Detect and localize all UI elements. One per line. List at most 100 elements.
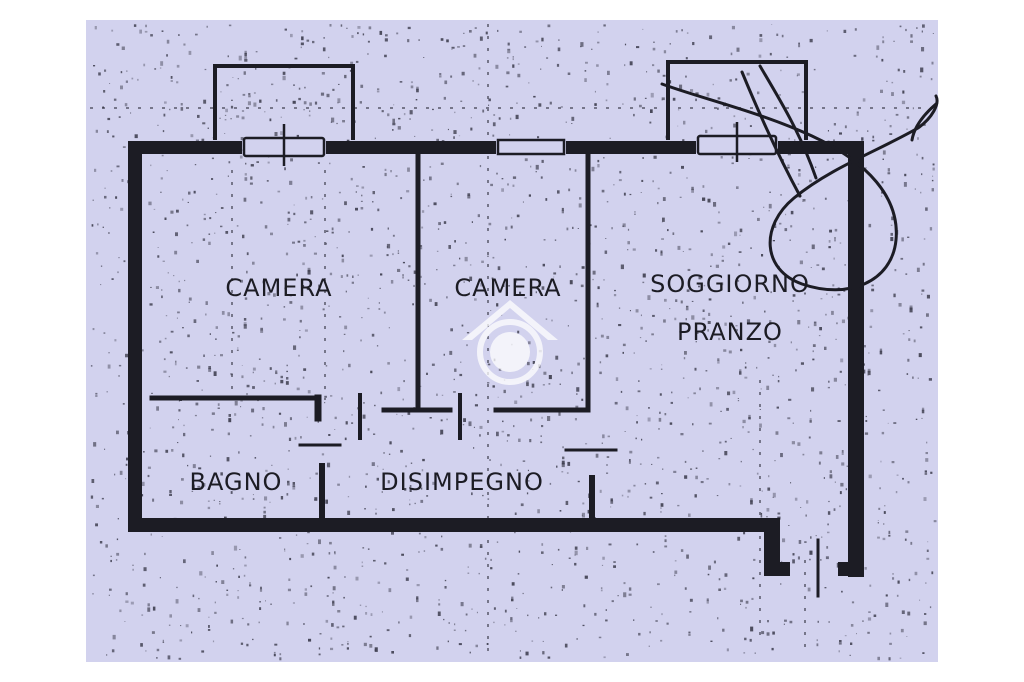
- speckle: [311, 552, 315, 556]
- speckle: [892, 577, 895, 580]
- speckle: [177, 311, 180, 314]
- speckle: [392, 234, 395, 237]
- speckle: [772, 496, 774, 498]
- speckle: [498, 117, 501, 120]
- speckle: [832, 284, 835, 287]
- speckle: [160, 61, 164, 66]
- speckle: [736, 47, 740, 52]
- speckle: [841, 590, 843, 593]
- speckle: [209, 217, 212, 220]
- speckle: [702, 309, 705, 312]
- speckle: [661, 221, 663, 223]
- speckle: [244, 59, 248, 62]
- speckle: [106, 654, 108, 656]
- speckle: [635, 309, 639, 313]
- speckle: [841, 319, 845, 324]
- speckle: [844, 125, 847, 129]
- speckle: [144, 552, 146, 556]
- speckle: [427, 205, 430, 207]
- speckle: [384, 172, 387, 177]
- speckle: [574, 546, 578, 550]
- speckle: [176, 64, 180, 68]
- speckle: [120, 71, 123, 74]
- speckle: [351, 35, 354, 38]
- speckle: [707, 329, 709, 332]
- speckle: [92, 328, 95, 331]
- speckle: [921, 30, 923, 33]
- speckle: [177, 442, 179, 444]
- speckle: [219, 501, 221, 503]
- speckle: [559, 510, 562, 512]
- speckle: [929, 227, 933, 231]
- speckle: [660, 252, 663, 256]
- speckle: [265, 469, 268, 472]
- speckle: [760, 512, 763, 515]
- speckle: [380, 391, 383, 395]
- speckle: [299, 319, 302, 323]
- speckle: [925, 458, 929, 462]
- speckle: [501, 178, 504, 180]
- speckle: [581, 514, 583, 516]
- speckle: [155, 286, 159, 289]
- speckle: [548, 383, 551, 385]
- speckle: [357, 26, 361, 29]
- speckle: [183, 559, 186, 564]
- speckle: [185, 624, 189, 628]
- speckle: [407, 412, 411, 415]
- speckle: [191, 490, 194, 492]
- speckle: [309, 477, 311, 479]
- speckle: [230, 105, 234, 109]
- speckle: [922, 652, 925, 654]
- speckle: [888, 657, 891, 661]
- speckle: [262, 407, 265, 411]
- speckle: [843, 29, 847, 33]
- speckle: [795, 348, 798, 351]
- speckle: [759, 38, 763, 43]
- speckle: [722, 245, 726, 249]
- speckle: [166, 170, 168, 172]
- speckle: [811, 244, 815, 250]
- speckle: [226, 84, 229, 87]
- speckle: [300, 554, 304, 558]
- speckle: [661, 97, 665, 101]
- speckle: [766, 632, 770, 636]
- speckle: [834, 228, 838, 232]
- speckle: [809, 550, 813, 555]
- speckle: [624, 431, 626, 432]
- speckle: [197, 365, 201, 369]
- speckle: [731, 162, 734, 165]
- speckle: [619, 170, 622, 174]
- speckle: [104, 448, 106, 450]
- speckle: [466, 344, 468, 347]
- speckle: [607, 435, 610, 438]
- speckle: [304, 588, 307, 591]
- speckle: [542, 651, 545, 655]
- speckle: [310, 210, 314, 215]
- speckle: [240, 642, 244, 645]
- speckle: [559, 383, 561, 385]
- speckle: [930, 471, 933, 474]
- speckle: [721, 255, 724, 257]
- speckle: [464, 629, 467, 632]
- speckle: [380, 273, 383, 276]
- speckle: [321, 453, 325, 456]
- speckle: [641, 179, 644, 182]
- speckle: [894, 269, 897, 272]
- speckle: [225, 231, 229, 234]
- speckle: [581, 398, 584, 401]
- speckle: [881, 431, 885, 435]
- speckle: [178, 288, 181, 293]
- speckle: [237, 78, 239, 80]
- speckle: [209, 455, 212, 457]
- speckle: [669, 43, 671, 45]
- speckle: [357, 32, 359, 35]
- speckle: [214, 481, 216, 483]
- speckle: [270, 232, 273, 236]
- speckle: [686, 177, 688, 179]
- speckle: [633, 97, 636, 101]
- speckle: [436, 269, 438, 271]
- speckle: [840, 482, 844, 487]
- speckle: [880, 460, 882, 463]
- speckle: [374, 404, 376, 407]
- speckle: [837, 293, 841, 296]
